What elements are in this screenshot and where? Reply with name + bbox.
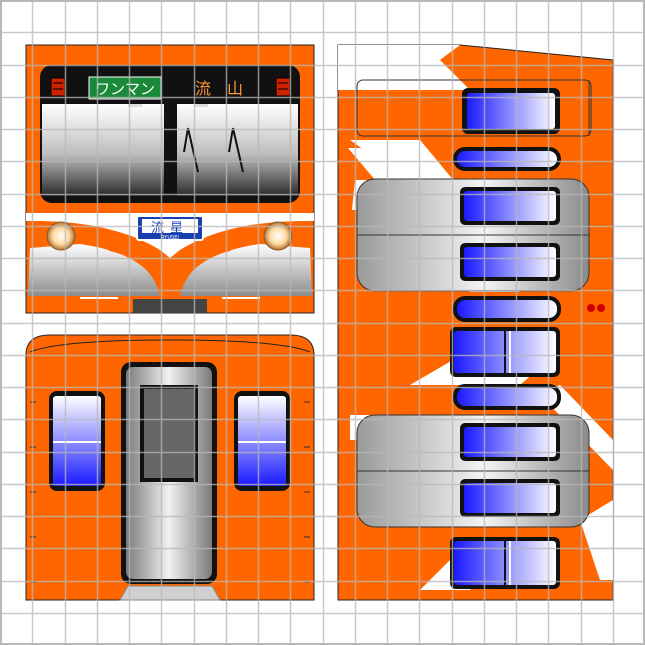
coupler <box>133 299 207 313</box>
front-skirt <box>28 244 165 296</box>
service-type-sign-text: ワンマン <box>95 80 155 98</box>
tail-lamp-1 <box>587 304 595 312</box>
destination-sign-text: 流 山 <box>195 79 243 98</box>
side-top-window-frame <box>356 79 592 137</box>
tail-lamp-2 <box>597 304 605 312</box>
nameplate-kanji: 流星 <box>151 221 189 236</box>
headlight-left <box>46 221 76 251</box>
side-panel <box>337 44 614 601</box>
wiper-right <box>232 127 244 173</box>
front-face-panel: ワンマン 流 山 流星 RYUSEI <box>25 44 315 314</box>
marker-lamp-right <box>275 77 291 97</box>
destination-sign <box>178 77 260 99</box>
white-stripe-upper <box>338 45 470 90</box>
wiper-left <box>187 127 199 173</box>
headlight-right <box>263 221 293 251</box>
nameplate-roman: RYUSEI <box>161 235 179 241</box>
left-windscreen <box>42 104 164 196</box>
rear-face-panel <box>25 334 315 601</box>
marker-lamp-left <box>50 77 66 97</box>
